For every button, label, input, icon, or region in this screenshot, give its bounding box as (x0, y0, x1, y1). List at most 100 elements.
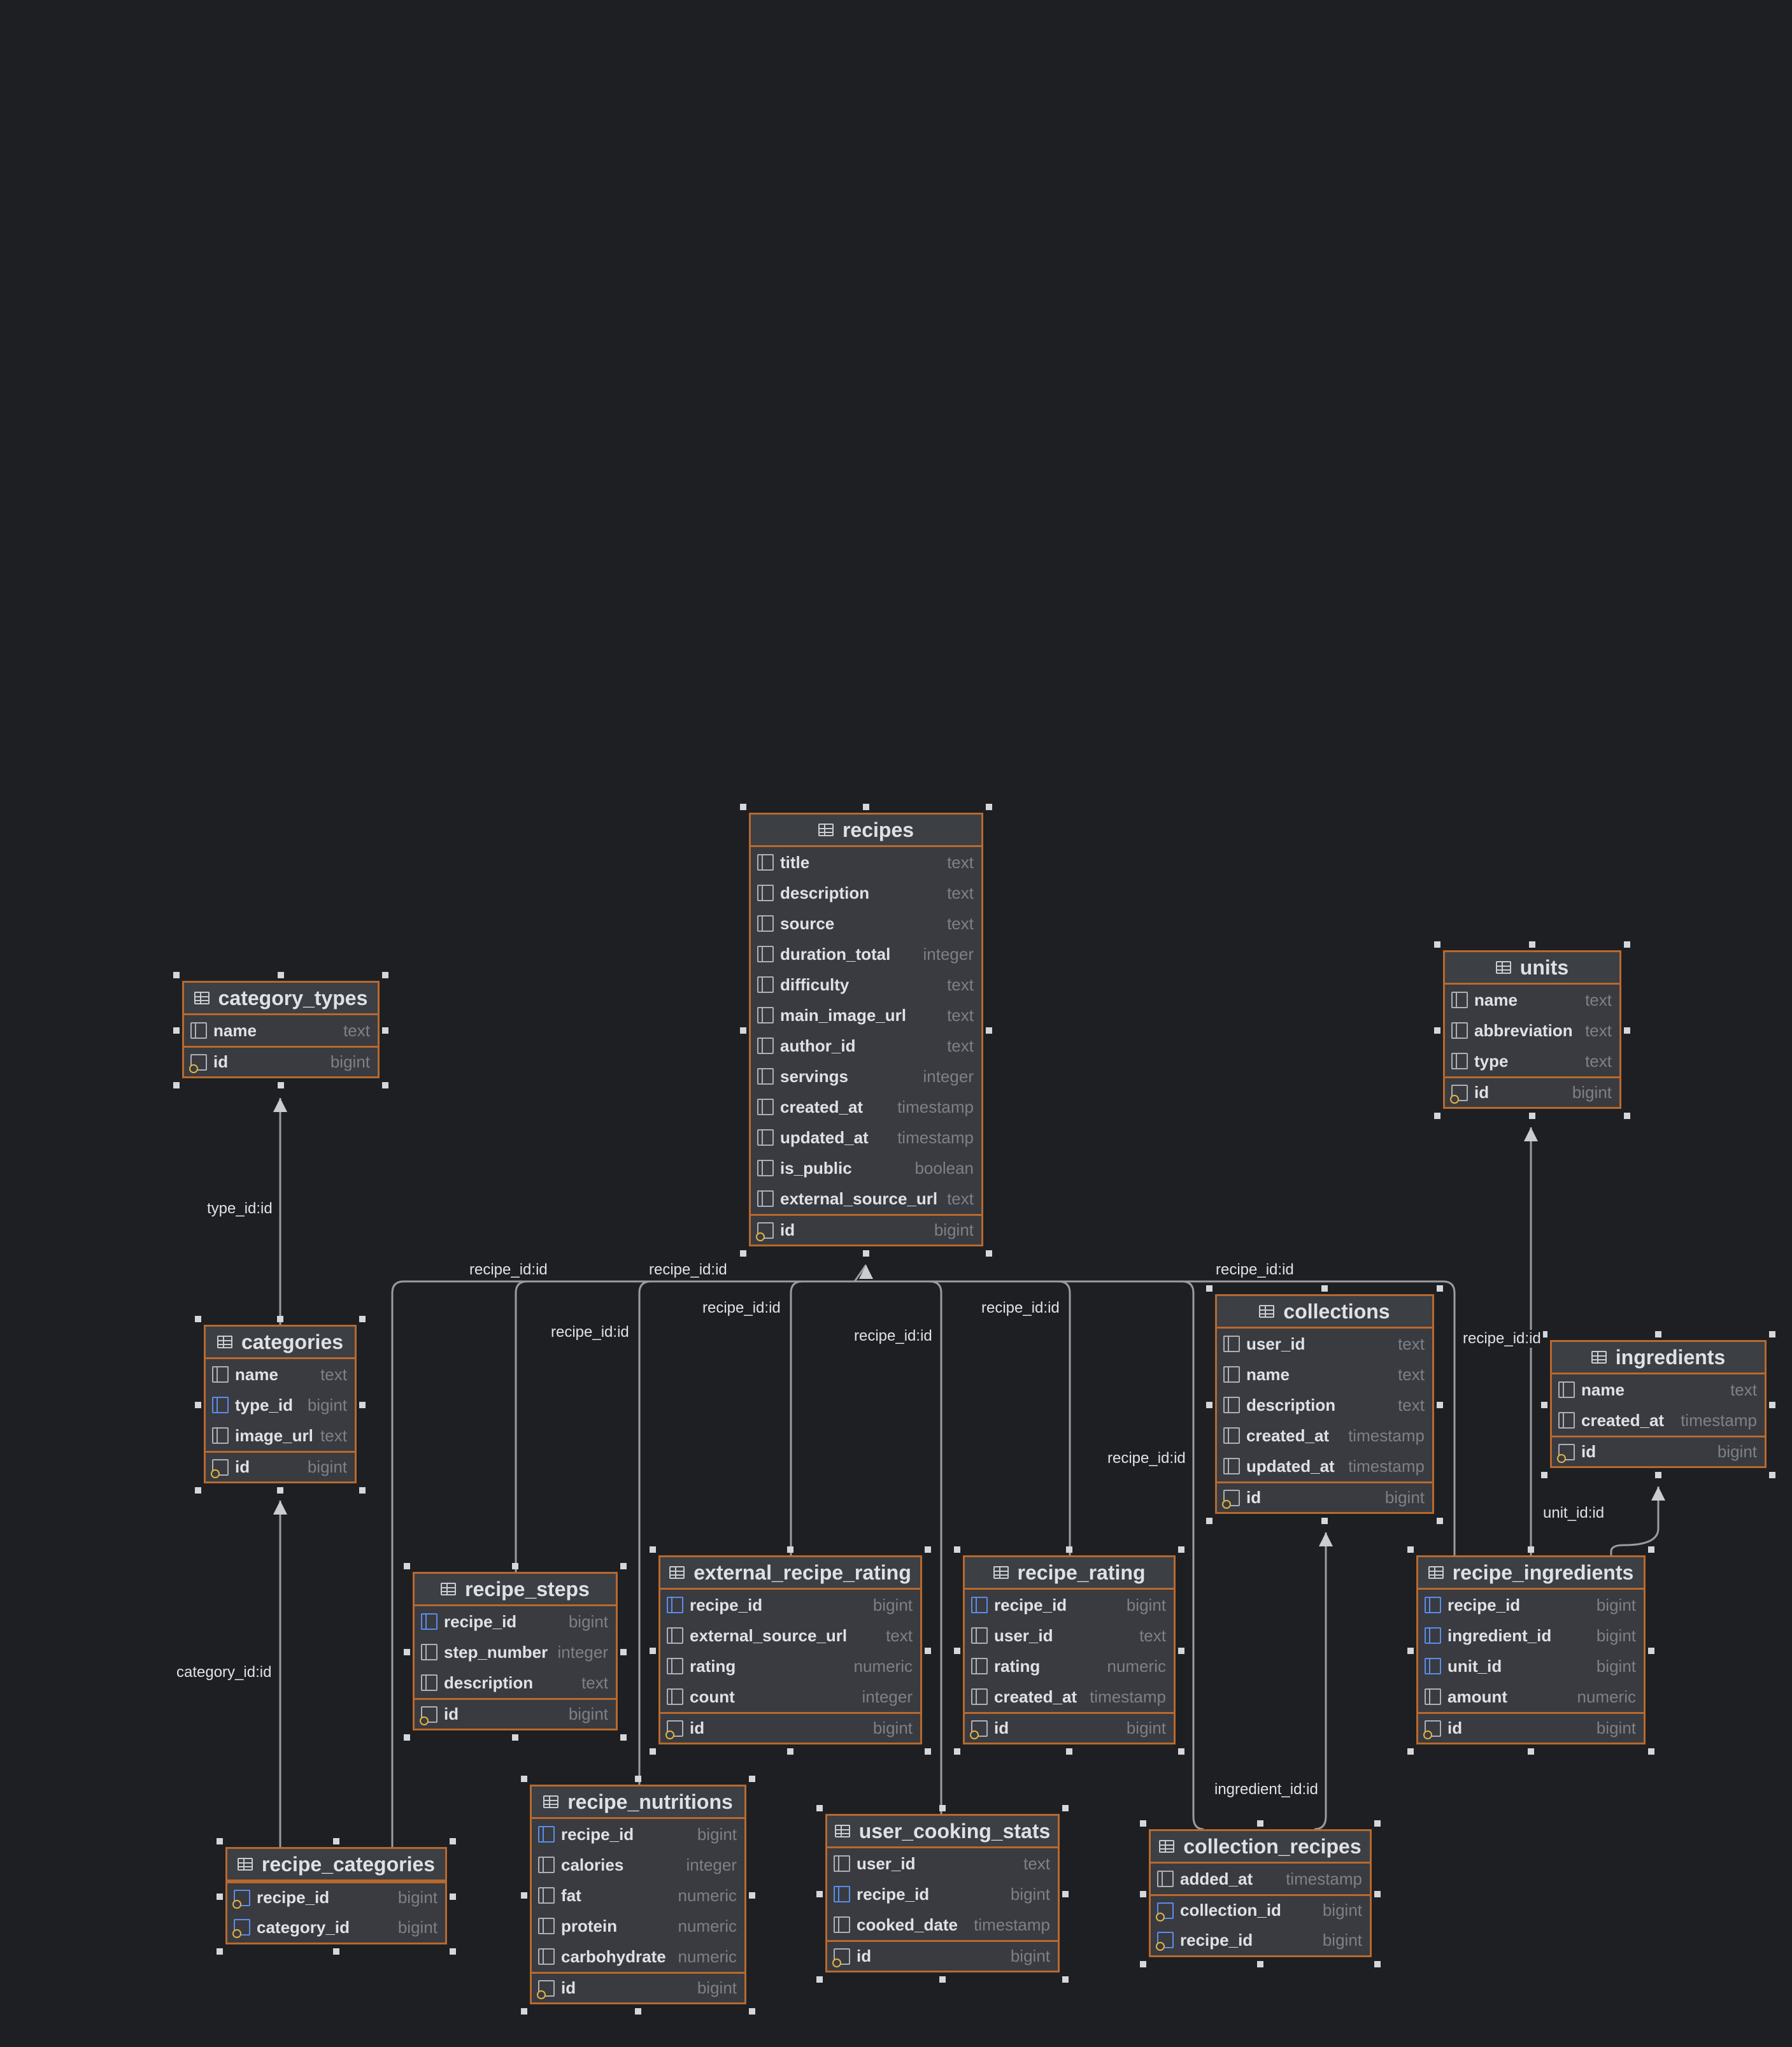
selection-handle[interactable] (1178, 1748, 1184, 1755)
selection-handle[interactable] (650, 1748, 656, 1755)
selection-handle[interactable] (1434, 941, 1440, 948)
selection-handle[interactable] (1624, 941, 1630, 948)
relation-line[interactable] (790, 1280, 803, 1555)
selection-handle[interactable] (740, 804, 746, 810)
selection-handle[interactable] (1769, 1472, 1775, 1478)
selection-handle[interactable] (1434, 1113, 1440, 1119)
selection-handle[interactable] (217, 1948, 223, 1955)
selection-handle[interactable] (925, 1647, 931, 1654)
selection-handle[interactable] (1206, 1518, 1212, 1524)
selection-handle[interactable] (650, 1647, 656, 1654)
selection-handle[interactable] (986, 804, 992, 810)
selection-handle[interactable] (1624, 1113, 1630, 1119)
selection-handle[interactable] (1624, 1027, 1630, 1034)
table-header[interactable]: user_cooking_stats (827, 1816, 1058, 1848)
selection-handle[interactable] (1434, 1027, 1440, 1034)
relation-line[interactable] (1610, 1487, 1660, 1555)
selection-handle[interactable] (1769, 1401, 1775, 1408)
selection-handle[interactable] (650, 1546, 656, 1553)
selection-handle[interactable] (749, 2008, 755, 2015)
selection-handle[interactable] (1066, 1748, 1072, 1755)
selection-handle[interactable] (1178, 1647, 1184, 1654)
selection-handle[interactable] (404, 1563, 410, 1569)
selection-handle[interactable] (521, 1776, 527, 1782)
table-header[interactable]: recipe_rating (965, 1557, 1174, 1590)
selection-handle[interactable] (195, 1401, 201, 1408)
relation-line[interactable] (515, 1280, 528, 1572)
selection-handle[interactable] (1437, 1285, 1443, 1292)
table-header[interactable]: recipe_categories (227, 1849, 445, 1881)
selection-handle[interactable] (1541, 1331, 1547, 1337)
selection-handle[interactable] (986, 1250, 992, 1257)
selection-handle[interactable] (1257, 1820, 1263, 1827)
selection-handle[interactable] (359, 1487, 366, 1494)
selection-handle[interactable] (939, 1805, 946, 1811)
selection-handle[interactable] (816, 1805, 823, 1811)
table-header[interactable]: external_recipe_rating (660, 1557, 920, 1590)
selection-handle[interactable] (954, 1748, 960, 1755)
table-header[interactable]: ingredients (1552, 1342, 1765, 1374)
selection-handle[interactable] (173, 972, 180, 978)
selection-handle[interactable] (1437, 1401, 1443, 1408)
selection-handle[interactable] (173, 1082, 180, 1088)
selection-handle[interactable] (816, 1976, 823, 1983)
selection-handle[interactable] (277, 1316, 283, 1322)
relation-line[interactable] (929, 1280, 942, 1814)
selection-handle[interactable] (1655, 1472, 1661, 1478)
table-header[interactable]: collections (1217, 1296, 1432, 1329)
relation-line[interactable] (855, 1280, 1071, 1555)
selection-handle[interactable] (740, 1250, 746, 1257)
selection-handle[interactable] (359, 1401, 366, 1408)
selection-handle[interactable] (787, 1546, 793, 1553)
selection-handle[interactable] (1541, 1472, 1547, 1478)
selection-handle[interactable] (278, 972, 284, 978)
selection-handle[interactable] (925, 1546, 931, 1553)
selection-handle[interactable] (1407, 1647, 1414, 1654)
selection-handle[interactable] (512, 1563, 518, 1569)
selection-handle[interactable] (1374, 1890, 1381, 1897)
selection-handle[interactable] (954, 1647, 960, 1654)
selection-handle[interactable] (816, 1890, 823, 1897)
selection-handle[interactable] (863, 804, 869, 810)
